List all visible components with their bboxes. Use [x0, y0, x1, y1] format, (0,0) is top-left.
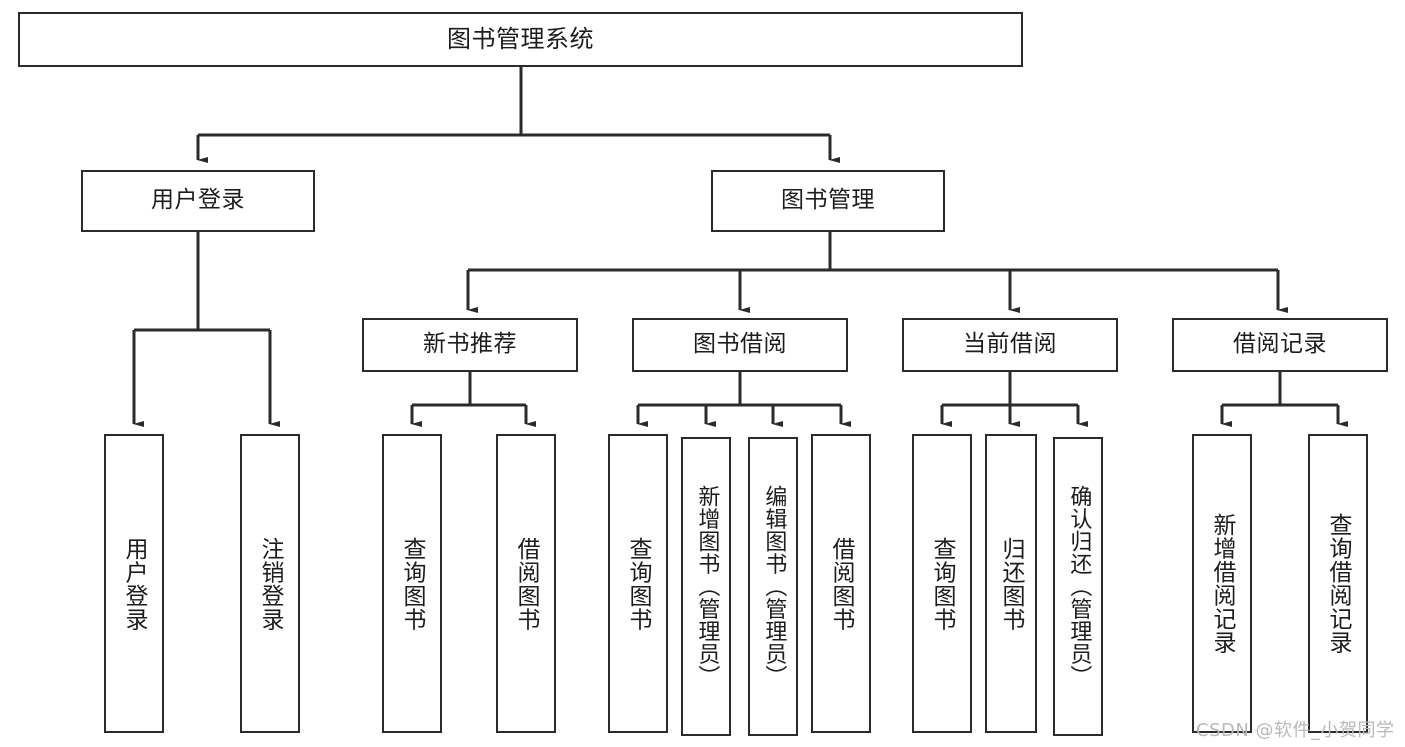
node-label: 用户登录 — [151, 187, 245, 214]
node-label: 图书管理系统 — [447, 25, 594, 54]
csdn-watermark: CSDN @软件_小贺同学 — [1196, 720, 1395, 741]
node-current-borrow[interactable]: 当前借阅 — [902, 318, 1118, 372]
node-label: 新增借阅记录 — [1209, 513, 1236, 654]
node-user-login[interactable]: 用户登录 — [81, 170, 315, 232]
node-root-book-management-system[interactable]: 图书管理系统 — [18, 12, 1023, 67]
node-label: 新书推荐 — [423, 331, 517, 358]
node-label: 图书借阅 — [693, 331, 787, 358]
leaf-query-book-current[interactable]: 查询图书 — [912, 434, 972, 733]
node-new-book-recommend[interactable]: 新书推荐 — [362, 318, 578, 372]
leaf-return-book[interactable]: 归还图书 — [985, 434, 1037, 733]
leaf-query-borrow-record[interactable]: 查询借阅记录 — [1308, 434, 1368, 733]
leaf-edit-book-admin[interactable]: 编辑图书（管理员） — [748, 437, 798, 736]
leaf-logout[interactable]: 注销登录 — [240, 434, 300, 733]
leaf-user-login[interactable]: 用户登录 — [104, 434, 164, 733]
node-label: 借阅记录 — [1233, 331, 1327, 358]
node-label: 查询图书 — [399, 536, 426, 631]
node-label: 查询图书 — [625, 536, 652, 631]
leaf-borrow-book-recommend[interactable]: 借阅图书 — [496, 434, 556, 733]
node-label: 查询图书 — [929, 536, 956, 631]
node-label: 用户登录 — [121, 536, 148, 631]
node-label: 归还图书 — [998, 536, 1025, 631]
node-label: 新增图书（管理员） — [694, 485, 720, 688]
node-label: 图书管理 — [781, 187, 875, 214]
leaf-query-book-borrow[interactable]: 查询图书 — [608, 434, 668, 733]
node-borrow-record[interactable]: 借阅记录 — [1172, 318, 1388, 372]
leaf-borrow-book[interactable]: 借阅图书 — [811, 434, 871, 733]
leaf-query-book-recommend[interactable]: 查询图书 — [382, 434, 442, 733]
node-label: 借阅图书 — [513, 536, 540, 631]
node-book-management[interactable]: 图书管理 — [711, 170, 945, 232]
leaf-add-book-admin[interactable]: 新增图书（管理员） — [681, 437, 731, 736]
node-book-borrow[interactable]: 图书借阅 — [632, 318, 848, 372]
node-label: 注销登录 — [257, 536, 284, 631]
leaf-add-borrow-record[interactable]: 新增借阅记录 — [1192, 434, 1252, 733]
node-label: 确认归还（管理员） — [1066, 485, 1092, 688]
node-label: 查询借阅记录 — [1325, 513, 1352, 654]
leaf-confirm-return-admin[interactable]: 确认归还（管理员） — [1053, 437, 1103, 736]
node-label: 编辑图书（管理员） — [761, 485, 787, 688]
node-label: 借阅图书 — [828, 536, 855, 631]
node-label: 当前借阅 — [963, 331, 1057, 358]
